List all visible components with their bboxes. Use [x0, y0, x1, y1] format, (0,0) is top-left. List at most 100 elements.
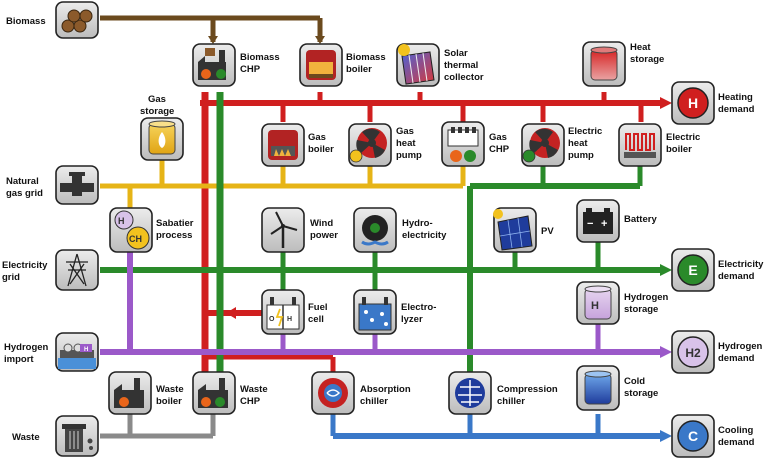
natural-gas-grid-label-2: gas grid — [6, 188, 43, 199]
wind-power-node — [261, 207, 305, 253]
electrolyzer-icon — [358, 297, 392, 331]
waste-boiler-label-2: boiler — [156, 396, 182, 407]
absorption-chiller-icon — [318, 378, 348, 408]
electric-heat-pump-label-2: heat — [568, 138, 588, 149]
waste-boiler-node — [108, 371, 152, 415]
boiler-icon — [268, 130, 298, 160]
heating-demand-label-1: Heating — [718, 92, 753, 103]
hydrogen-demand-label-2: demand — [718, 353, 755, 364]
gas-heat-pump-label-1: Gas — [396, 126, 414, 137]
electric-boiler-label-1: Electric — [666, 132, 700, 143]
gas-boiler-label-2: boiler — [308, 144, 334, 155]
solar-collector-icon — [398, 44, 435, 85]
electricity-demand-node: E — [671, 248, 715, 292]
battery-node: − + — [576, 199, 620, 243]
electric-heat-pump-node — [521, 123, 565, 167]
svg-text:O: O — [269, 316, 275, 323]
absorption-chiller-label-1: Absorption — [360, 384, 411, 395]
flow-arrows — [208, 36, 672, 442]
arrow-biomass-boiler — [315, 36, 325, 44]
electrolyzer-node — [353, 289, 397, 335]
compression-chiller-icon — [455, 378, 485, 408]
battery-icon: − + — [583, 208, 613, 234]
solar-thermal-label-3: collector — [444, 72, 484, 83]
gas-bus — [100, 160, 466, 208]
sabatier-label-2: process — [156, 230, 192, 241]
fan-bolt-icon — [522, 128, 560, 163]
heating-coil-icon — [624, 133, 656, 158]
electrolyzer-label-2: lyzer — [401, 314, 423, 325]
arrow-to-hydrogen — [660, 346, 672, 358]
solar-thermal-collector-node — [396, 43, 440, 87]
hydrogen-demand-node: H2 — [671, 330, 715, 374]
gas-boiler-node — [261, 123, 305, 167]
electricity-demand-label-1: Electricity — [718, 259, 764, 270]
fuel-cell-label-1: Fuel — [308, 302, 328, 313]
ship-icon: H — [58, 343, 96, 369]
fan-flame-icon — [349, 128, 387, 163]
arrow-to-heating — [660, 97, 672, 109]
engine-icon — [447, 127, 479, 162]
gas-heat-pump-label-3: pump — [396, 150, 422, 161]
fuel-cell-label-2: cell — [308, 314, 324, 325]
gas-heat-pump-node — [348, 123, 392, 167]
svg-text:H: H — [591, 300, 599, 312]
bus-lines — [100, 15, 665, 439]
waste-chp-icon — [198, 378, 228, 408]
cooling-demand-label-1: Cooling — [718, 425, 754, 436]
fuel-cell-icon: O H — [266, 297, 300, 330]
hydrogen-import-node: H — [55, 332, 99, 372]
cold-storage-label-2: storage — [624, 388, 658, 399]
arrow-to-cooling — [660, 430, 672, 442]
solar-panel-icon — [493, 209, 533, 251]
heating-demand-letter: H — [688, 95, 698, 111]
cooling-demand-label-2: demand — [718, 437, 755, 448]
hydrogen-import-label-1: Hydrogen — [4, 342, 49, 353]
electricity-bus — [100, 92, 665, 372]
hydroelectricity-label-2: electricity — [402, 230, 447, 241]
cooling-bus — [330, 414, 665, 439]
sabatier-label-1: Sabatier — [156, 218, 194, 229]
hydrogen-bus — [100, 252, 665, 355]
arrow-fuelcell-heat — [226, 307, 236, 319]
electric-boiler-node — [618, 123, 662, 167]
svg-text:H: H — [84, 347, 88, 353]
gas-chp-label-2: CHP — [489, 144, 510, 155]
electrolyzer-label-1: Electro- — [401, 302, 436, 313]
absorption-chiller-node — [311, 371, 355, 415]
boiler-fire-icon — [306, 50, 336, 80]
biomass-chp-label-2: CHP — [240, 64, 261, 75]
heating-demand-icon — [677, 87, 709, 119]
pylon-icon — [66, 253, 88, 287]
heating-demand-label-2: demand — [718, 104, 755, 115]
wind-power-label-2: power — [310, 230, 338, 241]
electric-heat-pump-label-1: Electric — [568, 126, 602, 137]
heat-storage-label-1: Heat — [630, 42, 651, 53]
battery-label: Battery — [624, 214, 657, 225]
cooling-demand-node: C — [671, 414, 715, 458]
biomass-chp-node — [192, 43, 236, 87]
svg-text:H: H — [287, 316, 292, 323]
svg-text:CH: CH — [129, 234, 142, 244]
pv-node — [493, 207, 537, 253]
waste-label: Waste — [12, 432, 40, 443]
gas-storage-label-2: storage — [140, 106, 174, 117]
cold-tank-icon — [584, 370, 612, 405]
absorption-chiller-label-2: chiller — [360, 396, 388, 407]
cold-storage-label-1: Cold — [624, 376, 645, 387]
svg-text:H: H — [118, 216, 125, 226]
wind-power-label-1: Wind — [310, 218, 333, 229]
natural-gas-grid-node — [55, 165, 99, 205]
waste-chp-node — [192, 371, 236, 415]
gas-storage-label-1: Gas — [148, 94, 166, 105]
heat-storage-node — [582, 41, 626, 87]
tank-icon — [590, 46, 618, 81]
electricity-grid-label-2: grid — [2, 272, 20, 283]
waste-source-node — [55, 415, 99, 457]
gas-heat-pump-label-2: heat — [396, 138, 416, 149]
svg-text:−: − — [587, 218, 593, 230]
waste-factory-icon — [114, 378, 144, 408]
hydrogen-storage-node: H — [576, 281, 620, 325]
compression-chiller-node — [448, 371, 492, 415]
